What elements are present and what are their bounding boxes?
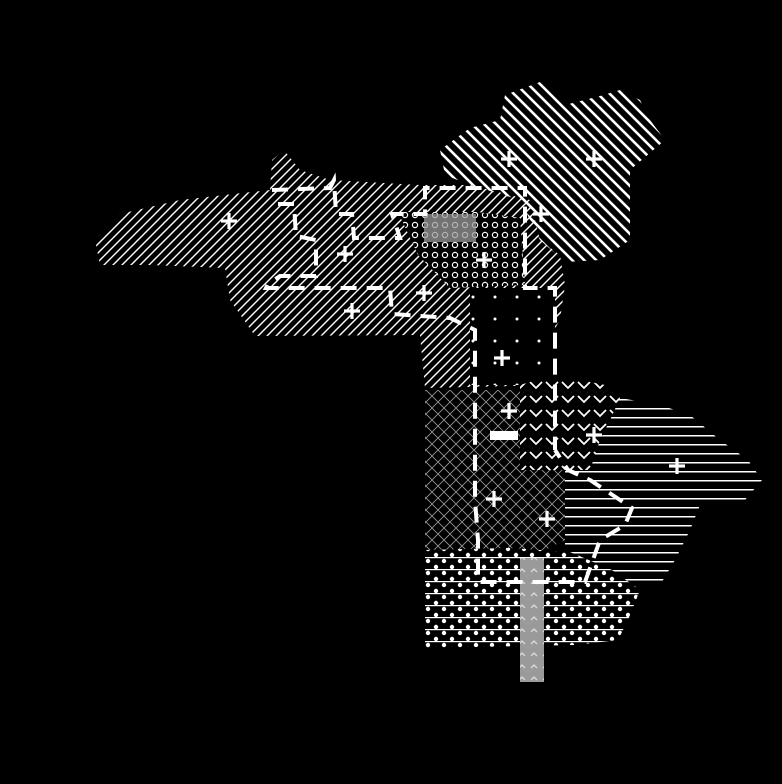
- dashed-boundary-west: [271, 172, 557, 450]
- plus-marker[interactable]: [416, 285, 432, 301]
- region-east-horizontal[interactable]: [565, 395, 762, 590]
- plus-marker[interactable]: [539, 511, 555, 527]
- plus-marker[interactable]: [669, 458, 685, 474]
- dashed-boundary-inner: [262, 202, 635, 584]
- plus-marker[interactable]: [586, 427, 602, 443]
- region-west-diagonal[interactable]: [96, 150, 565, 388]
- plus-marker[interactable]: [533, 206, 549, 222]
- region-northeast-diagonal[interactable]: [440, 82, 665, 262]
- region-chevrons[interactable]: [520, 376, 620, 470]
- plus-marker[interactable]: [494, 350, 510, 366]
- region-rings-highlight: [424, 214, 476, 242]
- plus-marker[interactable]: [501, 403, 517, 419]
- plus-marker[interactable]: [586, 151, 602, 167]
- plus-marker[interactable]: [221, 213, 237, 229]
- plus-marker[interactable]: [501, 151, 517, 167]
- minus-marker[interactable]: [490, 431, 518, 440]
- plus-marker[interactable]: [486, 491, 502, 507]
- region-central-dots[interactable]: [470, 288, 555, 385]
- plus-marker[interactable]: [476, 252, 492, 268]
- corridor-gray[interactable]: [520, 558, 544, 682]
- plus-marker[interactable]: [337, 246, 353, 262]
- plus-marker[interactable]: [344, 303, 360, 319]
